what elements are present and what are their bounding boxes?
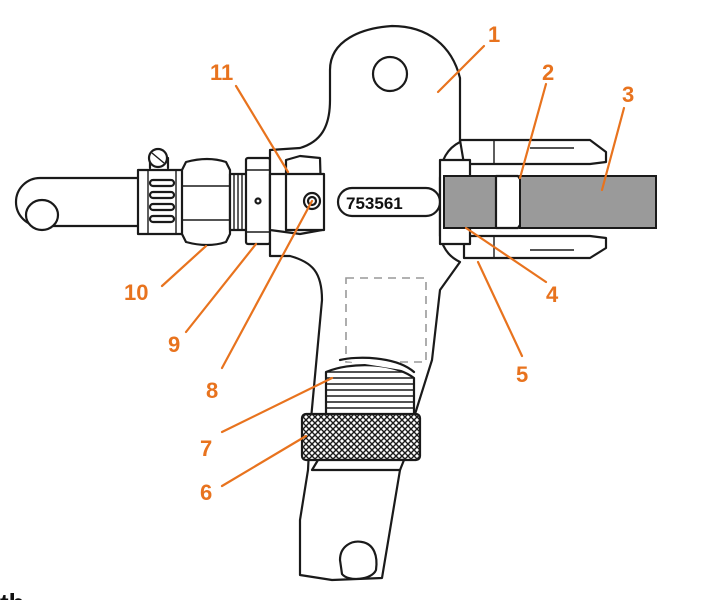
leader-4 (464, 226, 548, 284)
hex-nut (180, 157, 232, 247)
leader-8 (220, 199, 314, 370)
leader-11 (234, 84, 290, 174)
leader-2 (518, 82, 548, 180)
leader-3 (600, 106, 626, 192)
leader-6 (220, 434, 308, 488)
cut-off-text: th (0, 588, 25, 600)
threaded-adapter (228, 172, 250, 232)
part-number-badge: 753561 (336, 186, 442, 218)
callout-10: 10 (124, 280, 148, 305)
callout-7: 7 (200, 436, 212, 461)
part-number-text: 753561 (346, 194, 403, 213)
leader-9 (184, 242, 258, 334)
thread-lines (326, 371, 414, 415)
lock-nut (244, 156, 272, 246)
threaded-knob (300, 356, 422, 472)
callout-9: 9 (168, 332, 180, 357)
callout-11: 11 (210, 60, 233, 85)
callout-8: 8 (206, 378, 218, 403)
strap (519, 175, 657, 229)
callout-5: 5 (516, 362, 528, 387)
leader-1 (436, 44, 486, 94)
callout-3: 3 (622, 82, 634, 107)
leader-10 (160, 244, 208, 288)
callout-1: 1 (488, 22, 500, 47)
callout-6: 6 (200, 480, 212, 505)
tool-body (268, 24, 462, 582)
left-hose (14, 176, 177, 232)
callout-labels: 1 2 3 4 5 6 7 8 9 10 11 (124, 22, 634, 505)
callout-leaders (160, 44, 626, 488)
leader-7 (220, 376, 334, 434)
hose-clamp (136, 147, 188, 236)
right-jaw-assembly (438, 138, 608, 260)
left-jaw (268, 154, 326, 236)
callout-2: 2 (542, 60, 554, 85)
leader-5 (476, 260, 524, 358)
callout-4: 4 (546, 282, 559, 307)
